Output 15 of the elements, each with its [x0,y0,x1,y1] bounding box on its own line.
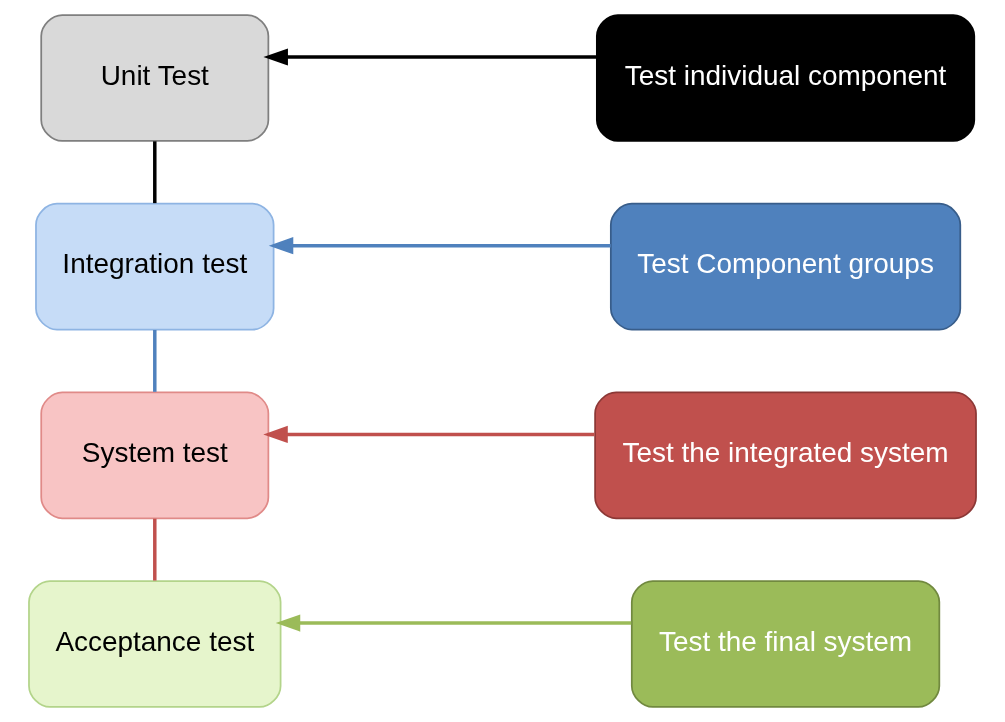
connector [153,330,157,392]
node-box: Test Component groups [609,202,962,331]
node-box: Test the integrated system [594,391,977,520]
arrow [263,48,597,66]
node-box: Unit Test [40,14,270,142]
node-box: Acceptance test [28,580,282,708]
connector [153,518,157,581]
arrow [275,614,632,632]
node-box: System test [40,391,270,520]
node-box: Test individual component [595,14,976,142]
arrow [268,237,611,255]
arrow [263,425,595,443]
node-box: Test the final system [630,580,941,708]
node-box: Integration test [35,202,275,331]
connector [153,141,157,204]
